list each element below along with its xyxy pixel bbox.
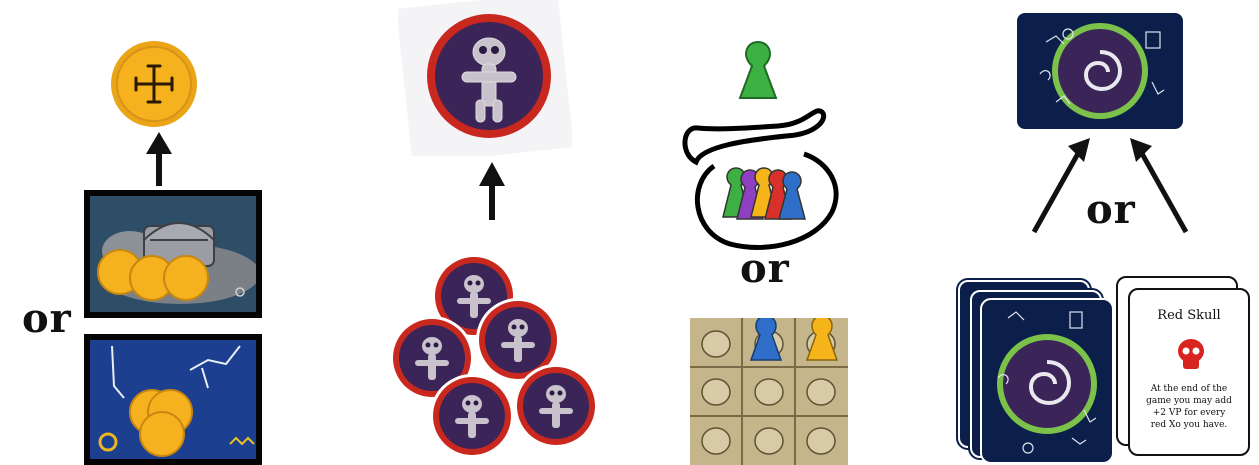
card-text-line-3: +2 VP for every	[1152, 408, 1226, 418]
card-text-line-4: red Xo you have.	[1150, 420, 1228, 430]
or-label-3: or	[1086, 186, 1136, 233]
ghost-token-icon	[398, 0, 572, 156]
card-back-icon	[1017, 13, 1183, 129]
skull-board-icon	[690, 318, 848, 465]
sea-tile	[84, 334, 262, 465]
or-label-2: or	[740, 245, 790, 292]
arrow-up-icon	[146, 132, 172, 186]
bag-icon	[682, 108, 839, 250]
card-back-icon	[980, 298, 1114, 464]
red-skull-icon	[1178, 339, 1204, 369]
coin-icon	[111, 41, 197, 127]
card-text-line-1: At the end of the	[1150, 384, 1228, 394]
meeple-icon	[738, 40, 778, 99]
arrow-up-icon	[1031, 138, 1090, 234]
sea-scene-icon	[90, 340, 256, 459]
card-title: Red Skull	[1157, 308, 1221, 323]
treasure-tile	[84, 190, 262, 318]
arrow-up-icon	[479, 162, 505, 220]
ghost-token-pile	[390, 254, 598, 458]
or-label-1: or	[22, 295, 72, 342]
arrow-up-icon	[1130, 138, 1189, 234]
treasure-chest-icon	[90, 196, 256, 312]
red-skull-card[interactable]: Red Skull At the end of the game you may…	[1128, 288, 1250, 456]
card-text-line-2: game you may add	[1146, 396, 1232, 406]
